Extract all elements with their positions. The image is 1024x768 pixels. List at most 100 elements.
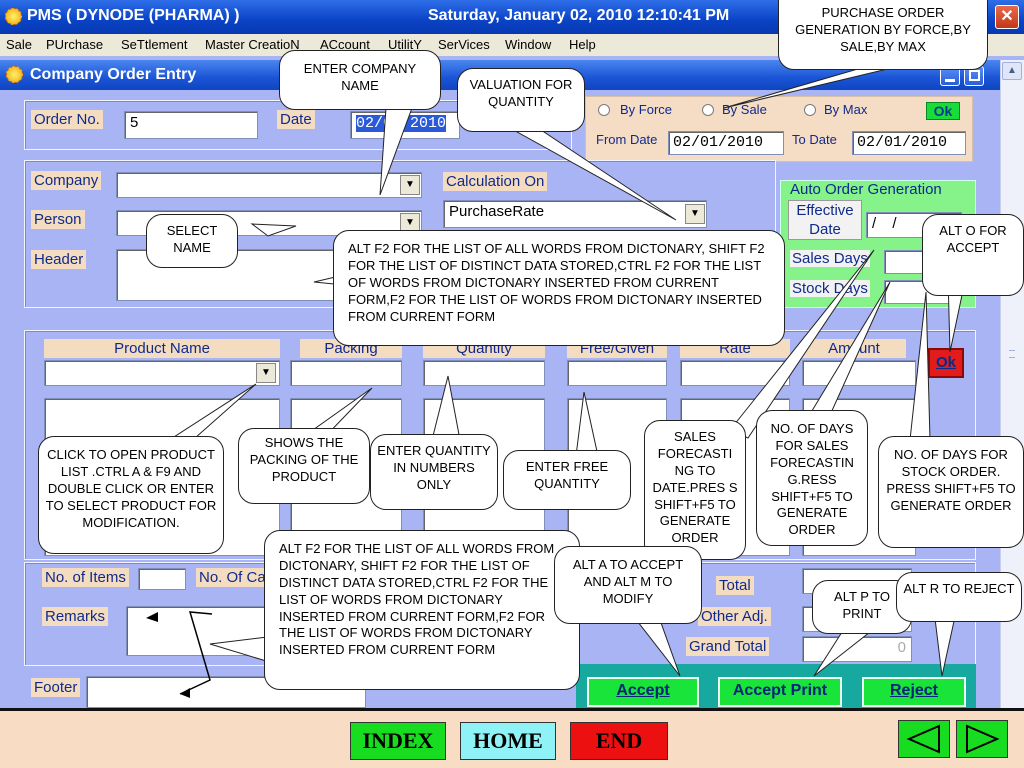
accept-print-button[interactable]: Accept Print (718, 677, 842, 707)
from-date-label: From Date (596, 132, 658, 147)
callout-alt-f2-bottom: ALT F2 FOR THE LIST OF ALL WORDS FROM DI… (264, 530, 580, 690)
callout-alt-a: ALT A TO ACCEPT AND ALT M TO MODIFY (554, 546, 702, 624)
callout-alt-r: ALT R TO REJECT (896, 572, 1022, 622)
reject-button[interactable]: Reject (862, 677, 966, 707)
footer-navigation: INDEX HOME END (0, 708, 1024, 768)
arrow-left-icon (906, 724, 940, 754)
form-sun-icon (6, 66, 23, 83)
remarks-arrow-line (179, 611, 213, 695)
remarks-arrowhead-icon (146, 612, 158, 622)
company-dropdown-button[interactable]: ▼ (400, 175, 420, 195)
callout-quantity: ENTER QUANTITY IN NUMBERS ONLY (370, 434, 498, 510)
maximize-icon (969, 70, 980, 81)
tail-purchase-order (723, 65, 901, 109)
to-date-field[interactable]: 02/01/2010 (852, 131, 966, 155)
by-max-radio[interactable] (804, 104, 816, 116)
child-window-title: Company Order Entry (30, 66, 197, 83)
effective-label-line2: Date (809, 221, 841, 238)
close-icon: ✕ (1000, 8, 1014, 25)
col-header-product-name: Product Name (44, 339, 280, 358)
callout-sales-forecasting: SALES FORECASTI NG TO DATE.PRES S SHIFT+… (644, 420, 746, 560)
menu-item-utility[interactable]: UtilitY (388, 37, 422, 52)
minimize-icon (945, 79, 955, 82)
no-of-items-field[interactable] (138, 568, 186, 590)
no-of-cases-label: No. Of Ca (196, 568, 269, 587)
calculation-on-label: Calculation On (443, 172, 548, 191)
callout-stock-days: NO. OF DAYS FOR STOCK ORDER. PRESS SHIFT… (878, 436, 1024, 548)
by-force-radio[interactable] (598, 104, 610, 116)
close-window-button[interactable]: ✕ (995, 5, 1019, 29)
order-no-field[interactable]: 5 (124, 111, 258, 139)
app-title: PMS ( DYNODE (PHARMA) ) (27, 7, 240, 24)
next-button[interactable] (956, 720, 1008, 758)
scroll-up-button[interactable]: ▲ (1002, 62, 1022, 80)
callout-alt-o: ALT O FOR ACCEPT (922, 214, 1024, 296)
callout-alt-p: ALT P TO PRINT (812, 580, 912, 634)
header-label: Header (31, 250, 87, 269)
other-adj-label: Other Adj. (698, 607, 771, 626)
tail-free-quantity (575, 391, 599, 457)
calculation-on-dropdown[interactable]: PurchaseRate (443, 200, 707, 228)
index-button[interactable]: INDEX (350, 722, 446, 760)
callout-valuation: VALUATION FOR QUANTITY (457, 68, 585, 132)
company-label: Company (31, 171, 102, 190)
scroll-grip (1009, 350, 1015, 358)
arrow-right-icon (966, 724, 1000, 754)
menu-item-services[interactable]: SerVices (438, 37, 490, 52)
from-date-field[interactable]: 02/01/2010 (668, 131, 784, 155)
tail-select-name (250, 223, 297, 237)
callout-free-quantity: ENTER FREE QUANTITY (503, 450, 631, 510)
footer-label: Footer (31, 678, 81, 697)
by-sale-radio[interactable] (702, 104, 714, 116)
order-no-label: Order No. (31, 110, 103, 129)
date-label: Date (277, 110, 315, 129)
menu-item-master-creation[interactable]: Master CreatioN (205, 37, 300, 52)
tail-quantity (431, 375, 461, 441)
callout-packing: SHOWS THE PACKING OF THE PRODUCT (238, 428, 370, 504)
previous-button[interactable] (898, 720, 950, 758)
chevron-down-icon: ▼ (405, 179, 415, 190)
minimize-button[interactable] (940, 66, 960, 86)
chevron-down-icon: ▼ (690, 208, 700, 219)
callout-alt-f2-top: ALT F2 FOR THE LIST OF ALL WORDS FROM DI… (333, 230, 785, 346)
grand-total-label: Grand Total (686, 637, 770, 656)
total-label: Total (716, 576, 754, 595)
sales-days-label: Sales Days (790, 250, 870, 267)
tail-sales-days (803, 281, 891, 425)
home-button[interactable]: HOME (460, 722, 556, 760)
menu-item-window[interactable]: Window (505, 37, 552, 52)
generate-ok-button[interactable]: Ok (926, 102, 960, 120)
remarks-label: Remarks (42, 607, 109, 626)
no-of-items-label: No. of Items (42, 568, 129, 587)
packing-input[interactable] (290, 360, 402, 386)
menu-item-settlement[interactable]: SeTtlement (121, 37, 188, 52)
tail-alt-p (813, 631, 872, 677)
app-sun-icon (5, 8, 22, 25)
clock-datetime: Saturday, January 02, 2010 12:10:41 PM (428, 7, 730, 24)
menu-item-account[interactable]: ACcount (320, 37, 370, 52)
accept-button[interactable]: Accept (587, 677, 699, 707)
effective-label-line1: Effective (796, 202, 854, 219)
menu-item-help[interactable]: Help (569, 37, 596, 52)
product-name-dropdown[interactable] (44, 360, 280, 386)
to-date-label: To Date (792, 132, 837, 147)
end-button[interactable]: END (570, 722, 668, 760)
grid-ok-button[interactable]: Ok (928, 348, 964, 378)
amount-input[interactable] (802, 360, 916, 386)
callout-company-name: ENTER COMPANY NAME (279, 50, 441, 110)
menu-item-sale[interactable]: Sale (6, 37, 33, 52)
by-max-label: By Max (824, 102, 868, 117)
calculation-dropdown-button[interactable]: ▼ (685, 204, 705, 224)
tail-company-name (379, 107, 413, 196)
quantity-input[interactable] (423, 360, 545, 386)
free-given-input[interactable] (567, 360, 667, 386)
chevron-down-icon: ▼ (261, 367, 271, 378)
tail-alt-a (637, 619, 681, 677)
menu-item-purchase[interactable]: PUrchase (46, 37, 104, 52)
product-dropdown-button[interactable]: ▼ (256, 363, 276, 383)
auto-order-title: Auto Order Generation (790, 181, 942, 198)
callout-product-list: CLICK TO OPEN PRODUCT LIST .CTRL A & F9 … (38, 436, 224, 554)
company-dropdown[interactable] (116, 172, 422, 198)
